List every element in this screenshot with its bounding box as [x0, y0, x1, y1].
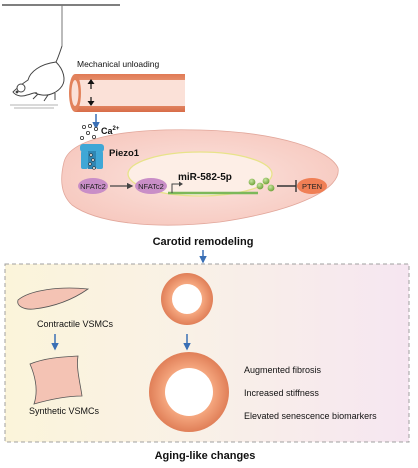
contractile-vsmc-label: Contractile VSMCs — [37, 319, 114, 329]
vessel-ring-remodeled — [149, 352, 229, 432]
synthetic-vsmc-label: Synthetic VSMCs — [29, 406, 100, 416]
mouse-floor — [10, 104, 58, 109]
tail-suspension-rig — [2, 4, 120, 46]
mirna-label: miR-582-5p — [178, 172, 232, 183]
mirna-gene — [168, 181, 258, 195]
pten-label: PTEN — [302, 182, 322, 191]
pten-node — [297, 178, 327, 194]
contractile-vsmc-icon — [17, 287, 90, 310]
augmented-fibrosis-label: Augmented fibrosis — [244, 365, 322, 375]
synthetic-vsmc-icon — [29, 355, 83, 405]
nfatc2-nucleus — [135, 178, 167, 194]
inhibition-symbol — [277, 180, 297, 192]
nfatc2-nucleus-label: NFATc2 — [138, 182, 164, 191]
carotid-remodeling-label: Carotid remodeling — [153, 236, 254, 248]
increased-stiffness-label: Increased stiffness — [244, 388, 319, 398]
mouse-icon — [12, 45, 65, 102]
calcium-influx-ions — [88, 153, 96, 170]
mirna-molecules — [248, 177, 275, 192]
vessel-tube — [69, 74, 185, 112]
piezo1-label: Piezo1 — [109, 148, 140, 159]
nfatc2-cytosol-label: NFATc2 — [80, 182, 106, 191]
mechanical-unloading-label: Mechanical unloading — [77, 59, 159, 69]
calcium-label: Ca2+ — [101, 126, 120, 136]
calcium-ions — [80, 124, 99, 140]
senescence-label: Elevated senescence biomarkers — [244, 411, 377, 421]
piezo1-channel-icon — [80, 144, 104, 169]
vessel-ring-normal — [161, 273, 213, 325]
nfatc2-cytosol — [78, 178, 108, 194]
aging-changes-label: Aging-like changes — [155, 450, 256, 462]
